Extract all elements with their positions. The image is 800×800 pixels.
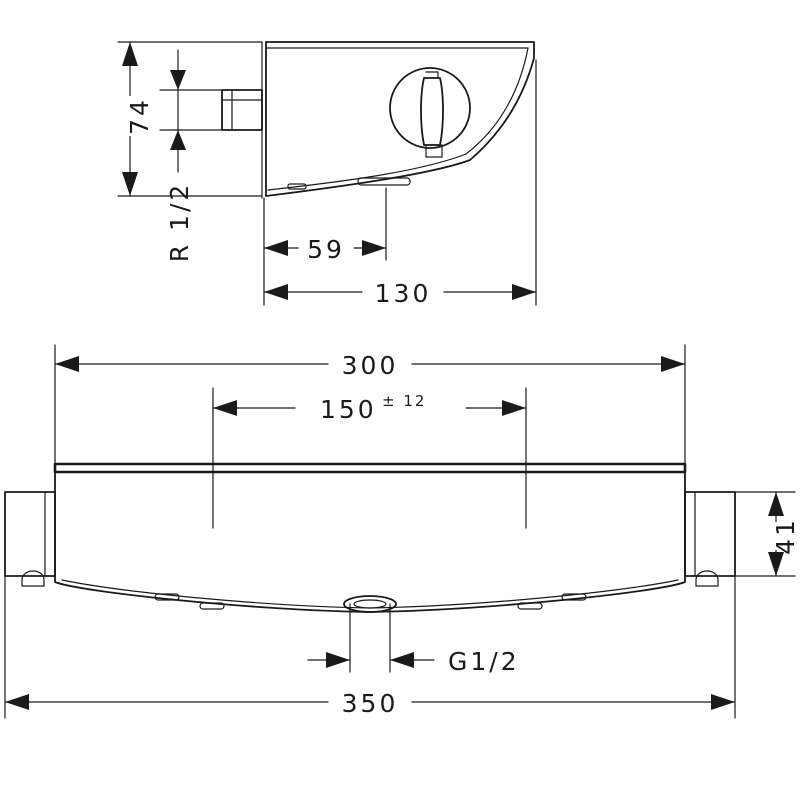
front-view-body	[54, 471, 686, 613]
front-view-slot-3	[517, 602, 543, 610]
dim-300-label: 300	[342, 351, 399, 380]
dim-150-arrow-right	[502, 400, 526, 416]
dim-59-label: 59	[307, 235, 345, 264]
dim-350-label: 350	[342, 689, 399, 718]
front-view: 300 150 ± 12 41	[4, 344, 800, 719]
dim-74-arrow-top	[122, 42, 138, 66]
dim-74-label: 74	[125, 97, 154, 135]
dim-150-tolerance: ± 12	[382, 392, 426, 410]
dim-130-label: 130	[375, 279, 432, 308]
side-view-inlet-detail	[221, 89, 263, 131]
dim-59-arrow-left	[264, 240, 288, 256]
side-view-knob-top	[425, 71, 439, 79]
dim-41-arrow-bottom	[768, 552, 784, 576]
dim-r12-arrow-top	[170, 70, 186, 90]
side-view-knob-grip	[420, 77, 444, 146]
dim-150-label: 150	[320, 395, 377, 424]
front-view-outlet	[343, 595, 397, 613]
dim-g12-arrow-left	[326, 652, 350, 668]
dim-130-arrow-right	[512, 284, 536, 300]
dim-41-arrow-top	[768, 492, 784, 516]
side-view-front-curve	[465, 47, 529, 155]
side-view-knob	[389, 67, 471, 149]
front-view-slot-4	[561, 593, 587, 601]
front-view-right-nut	[695, 570, 719, 587]
front-view-left-nut	[21, 570, 45, 587]
dim-r12-label: R 1/2	[165, 182, 194, 263]
dim-350-arrow-left	[5, 694, 29, 710]
dim-g12-label: G1/2	[448, 647, 520, 676]
front-view-right-connector	[684, 491, 736, 577]
dim-41-label: 41	[771, 517, 800, 555]
dim-130-arrow-left	[264, 284, 288, 300]
front-view-outlet-inner	[353, 599, 387, 609]
dim-g12-arrow-right	[390, 652, 414, 668]
front-view-slot-2	[199, 602, 225, 610]
front-view-inner-curve	[61, 579, 679, 609]
front-view-top-plate	[53, 462, 687, 474]
front-view-left-connector	[4, 491, 56, 577]
side-view-knob-pin	[425, 144, 443, 158]
dim-300-arrow-left	[55, 356, 79, 372]
side-view: 74 R 1/2 59 130	[117, 41, 537, 308]
side-view-body-outline	[265, 41, 535, 197]
dim-350-arrow-right	[711, 694, 735, 710]
front-view-slot-1	[154, 593, 180, 601]
dim-59-arrow-right	[362, 240, 386, 256]
dim-r12-arrow-bottom	[170, 130, 186, 150]
dim-150-arrow-left	[213, 400, 237, 416]
side-view-slot-2	[357, 177, 411, 186]
side-view-slot-1	[287, 183, 307, 190]
side-view-inlet-connector	[221, 89, 263, 131]
dim-74-arrow-bottom	[122, 172, 138, 196]
dim-300-arrow-right	[661, 356, 685, 372]
side-view-bottom-curve	[267, 153, 467, 191]
